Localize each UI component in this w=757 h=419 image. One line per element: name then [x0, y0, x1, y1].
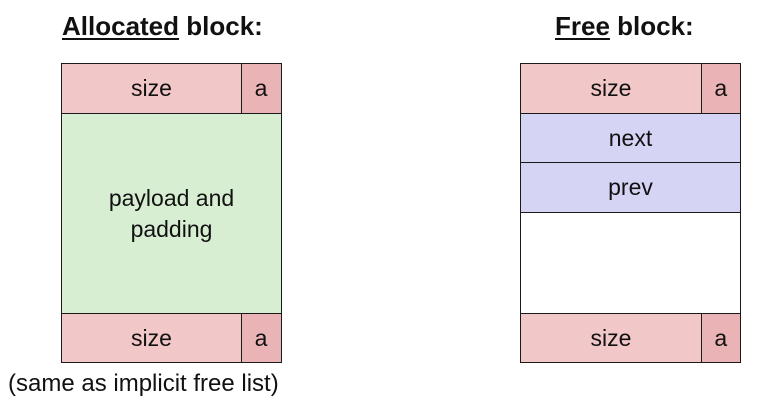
- allocated-header-size-label: size: [131, 75, 172, 101]
- free-unused-space: [520, 211, 741, 315]
- free-footer-size: size: [520, 313, 702, 363]
- allocated-footer-a-label: a: [254, 324, 268, 351]
- allocated-payload: payload and padding: [61, 112, 282, 315]
- allocated-caption: (same as implicit free list): [8, 370, 279, 397]
- free-header-size-label: size: [590, 75, 632, 101]
- free-footer-alloc-bit: a: [700, 313, 741, 363]
- free-block-title: Free block:: [555, 10, 694, 42]
- free-prev-label: prev: [608, 174, 653, 200]
- allocated-title-rest: block:: [179, 11, 263, 41]
- allocated-title-word: Allocated: [62, 11, 180, 41]
- free-title-word: Free: [555, 11, 610, 41]
- allocated-footer-size: size: [61, 313, 242, 363]
- free-prev-pointer: prev: [520, 162, 741, 213]
- allocated-block-title: Allocated block:: [62, 10, 263, 42]
- allocated-footer-size-label: size: [131, 324, 172, 351]
- allocated-header-size: size: [61, 63, 242, 114]
- free-header-a-label: a: [714, 75, 728, 101]
- free-block: size a next prev size a: [520, 63, 741, 363]
- payload-line-2: padding: [130, 215, 213, 242]
- allocated-footer-alloc-bit: a: [240, 313, 282, 363]
- free-footer-size-label: size: [590, 324, 632, 351]
- free-header-alloc-bit: a: [700, 63, 741, 114]
- allocated-block: size a payload and padding size a: [61, 63, 282, 363]
- free-title-rest: block:: [609, 11, 694, 41]
- allocated-header-a-label: a: [254, 75, 268, 101]
- payload-line-1: payload and: [108, 184, 235, 211]
- free-footer-a-label: a: [714, 324, 728, 351]
- free-next-pointer: next: [520, 112, 741, 164]
- allocated-header-alloc-bit: a: [240, 63, 282, 114]
- free-next-label: next: [608, 124, 653, 151]
- free-header-size: size: [520, 63, 702, 114]
